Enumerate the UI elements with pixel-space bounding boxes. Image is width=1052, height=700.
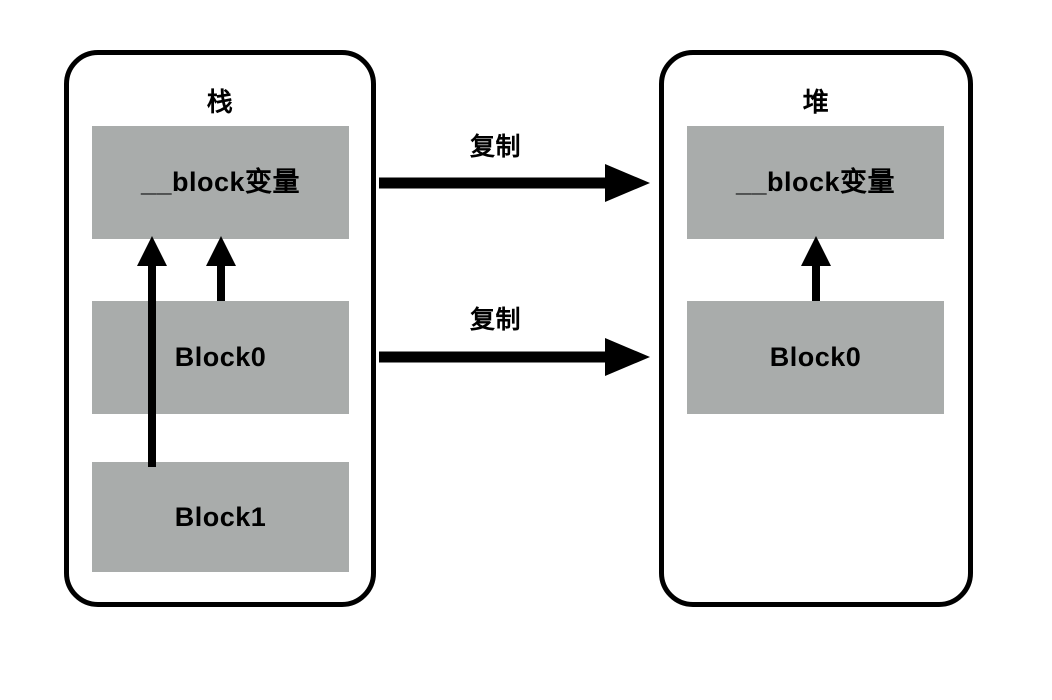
heap-panel-title: 堆 <box>802 87 830 117</box>
arrow-copy-bottom-icon <box>379 338 650 376</box>
stack-block-variable-label: __block变量 <box>140 167 301 197</box>
stack-block0-box: Block0 <box>92 301 349 414</box>
arrow-copy-top-label: 复制 <box>470 133 522 161</box>
heap-block0-box: Block0 <box>687 301 944 414</box>
stack-block1-box: Block1 <box>92 462 349 572</box>
stack-block-variable-box: __block变量 <box>92 126 349 239</box>
stack-block0-label: Block0 <box>174 342 267 372</box>
stack-block1-label: Block1 <box>174 501 267 532</box>
heap-block-variable-label: __block变量 <box>735 167 896 197</box>
stack-panel-title: 栈 <box>206 87 234 117</box>
heap-block-variable-box: __block变量 <box>687 126 944 239</box>
arrow-copy-top-icon <box>379 164 650 202</box>
heap-block0-label: Block0 <box>769 342 862 372</box>
arrow-copy-bottom-label: 复制 <box>470 306 522 334</box>
